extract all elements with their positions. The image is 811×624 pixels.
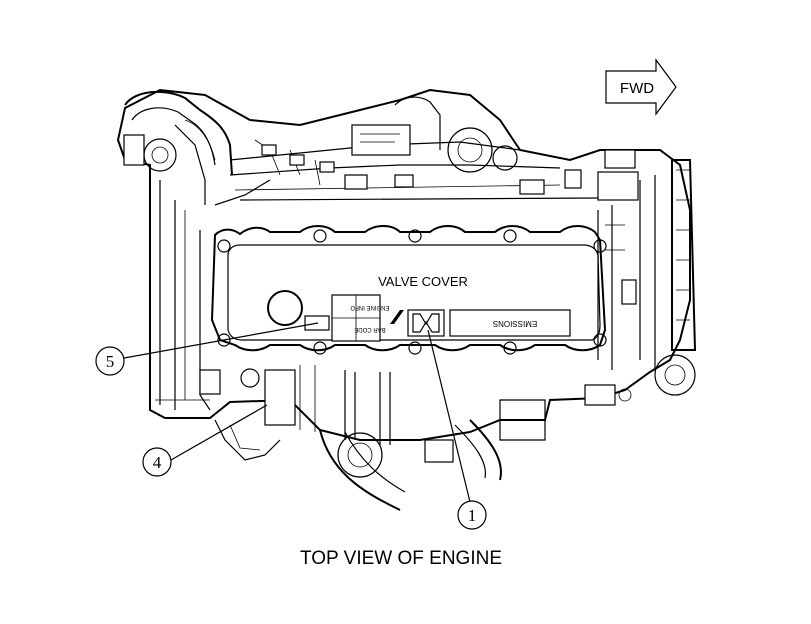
callout-4: 4 xyxy=(142,447,172,477)
emissions-plate xyxy=(449,309,571,337)
forward-arrow-label: FWD xyxy=(620,80,654,97)
valve-cover: VALVE COVER ENGINE INFO BAR CODE EMISSIO… xyxy=(210,225,607,355)
engine-info-text: ENGINE INFO xyxy=(350,304,389,310)
engine-body xyxy=(116,88,697,511)
callout-4-number: 4 xyxy=(153,453,162,472)
bar-code-text: BAR CODE xyxy=(354,326,385,332)
callout-leaders xyxy=(123,322,471,503)
manufacturer-logo xyxy=(390,309,445,337)
callout-5: 5 xyxy=(95,346,125,376)
figure-caption: TOP VIEW OF ENGINE xyxy=(300,548,502,569)
forward-arrow: FWD xyxy=(605,58,677,116)
callout-1-number: 1 xyxy=(468,506,477,525)
valve-cover-label: VALVE COVER xyxy=(378,274,468,289)
oil-fill-cap xyxy=(267,290,303,326)
callout-5-number: 5 xyxy=(106,352,115,371)
emissions-text: EMISSIONS xyxy=(493,319,537,328)
callout-1: 1 xyxy=(457,500,487,530)
